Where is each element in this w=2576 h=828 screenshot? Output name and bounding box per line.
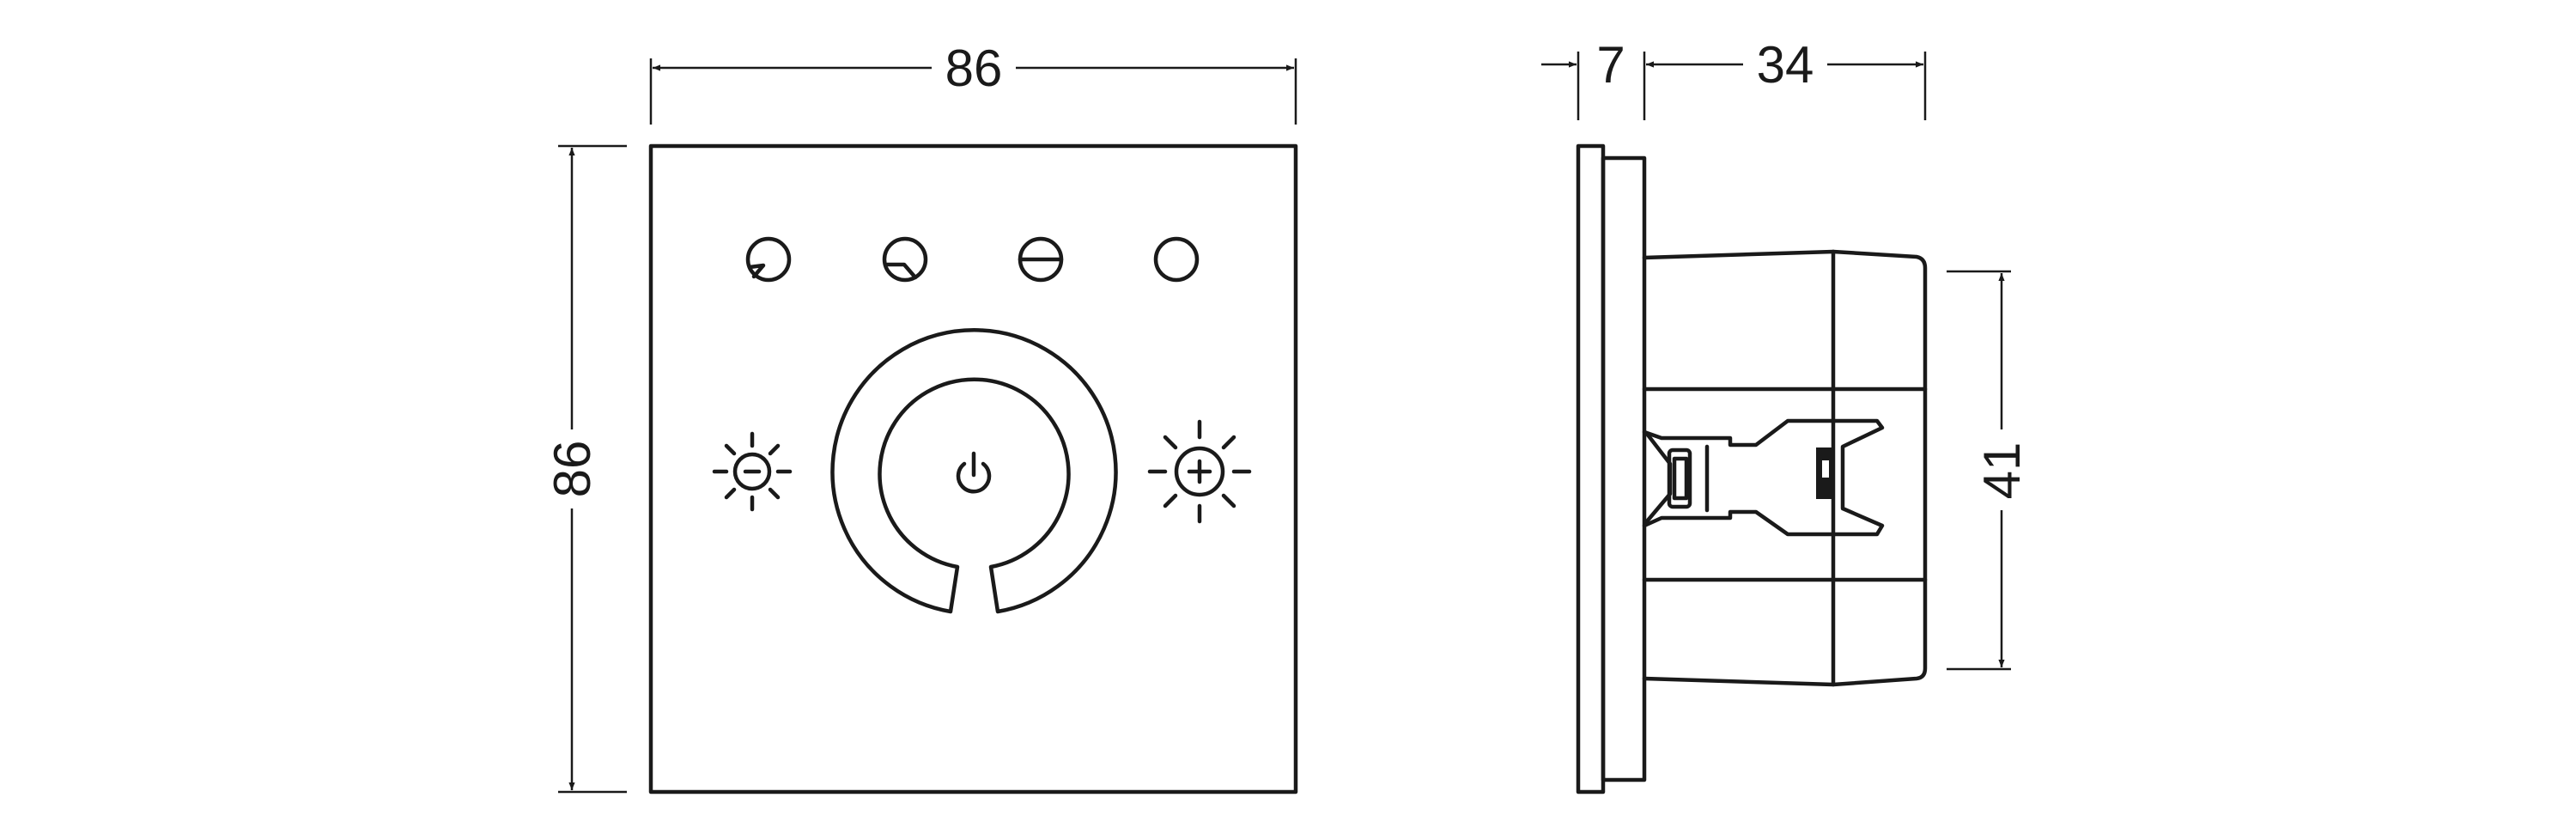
dimension-body-height: 41: [1947, 270, 2031, 671]
mounting-clip: [1642, 418, 1885, 537]
dimension-front-height: 86: [544, 144, 627, 794]
side-frame: [1601, 155, 1647, 782]
dimension-label: 86: [544, 441, 601, 498]
scene-indicator-3-icon: [1018, 236, 1064, 283]
dimension-plate-depth: 7: [1541, 36, 1646, 120]
power-icon: [956, 451, 992, 494]
brightness-down-icon: [712, 431, 793, 512]
dimension-label: 7: [1596, 36, 1625, 94]
dimmer-ring: [830, 328, 1118, 614]
scene-indicator-4-icon: [1153, 236, 1200, 283]
dimension-body-depth: 34: [1646, 36, 1927, 120]
dimension-label: 41: [1973, 442, 2031, 500]
side-view: 7 34 41: [1541, 36, 2031, 795]
scene-indicator-2-icon: [882, 236, 928, 283]
brightness-up-icon: [1147, 419, 1252, 524]
dimension-front-width: 86: [649, 40, 1297, 125]
housing-body: [1642, 249, 1928, 687]
scene-indicator-1-icon: [745, 236, 792, 283]
front-plate: [648, 143, 1298, 795]
dimension-label: 86: [945, 40, 1003, 97]
side-front-plate: [1576, 143, 1606, 795]
front-view: 86 86: [544, 40, 1298, 795]
dimension-label: 34: [1757, 36, 1814, 94]
